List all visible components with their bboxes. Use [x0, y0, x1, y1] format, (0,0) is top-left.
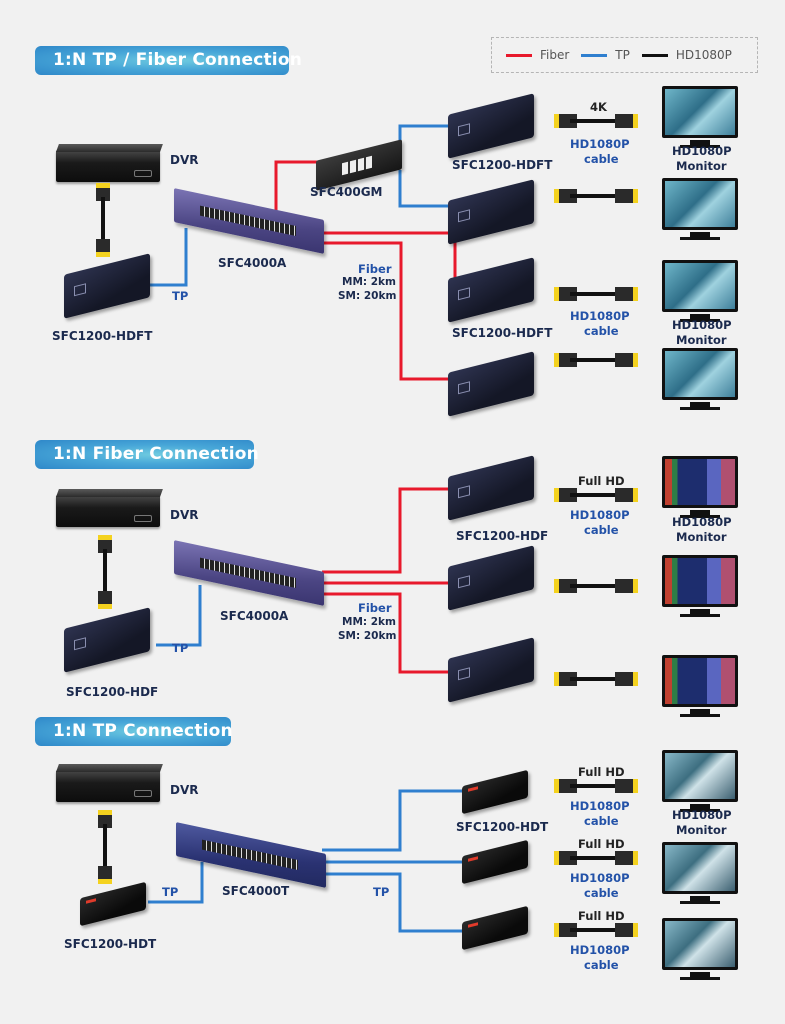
hdmi-cable-icon: [554, 352, 638, 368]
dvr-label: DVR: [170, 783, 199, 797]
monitor-icon: [662, 86, 738, 148]
tp-line: [398, 170, 452, 208]
legend-label: Fiber: [540, 48, 570, 62]
fiber-mm-distance: MM: 2km: [342, 276, 396, 288]
sub-switch-label: SFC400GM: [310, 185, 383, 199]
monitor-icon: [662, 260, 738, 322]
section-title-tp: 1:N TP Connection: [35, 717, 233, 746]
monitor-label: Monitor: [676, 333, 727, 347]
hdmi-cable-icon: [98, 810, 112, 884]
fiber-label: Fiber: [358, 601, 392, 615]
monitor-label: HD1080P: [672, 515, 732, 529]
fiber-line: [318, 241, 452, 381]
cable-label: HD1080P: [570, 799, 630, 813]
switch-label: SFC4000T: [222, 884, 290, 898]
hdmi-cable-icon: [554, 778, 638, 794]
cable-label: cable: [584, 152, 619, 166]
hdmi-cable-icon: [554, 487, 638, 503]
cable-label: HD1080P: [570, 309, 630, 323]
tp-line: [322, 872, 462, 933]
monitor-label: HD1080P: [672, 318, 732, 332]
monitor-label: Monitor: [676, 159, 727, 173]
hdmi-cable-icon: [554, 113, 638, 129]
legend: Fiber TP HD1080P: [491, 37, 758, 73]
tp-line: [322, 789, 462, 852]
cable-label: HD1080P: [570, 943, 630, 957]
monitor-label: Monitor: [676, 530, 727, 544]
cable-label: HD1080P: [570, 508, 630, 522]
receiver-label: SFC1200-HDFT: [452, 326, 553, 340]
tp-link-label: TP: [172, 641, 189, 655]
fiber-swatch-icon: [506, 53, 532, 57]
cable-resolution-label: Full HD: [578, 765, 625, 779]
monitor-icon: [662, 842, 738, 904]
hdmi-cable-icon: [554, 188, 638, 204]
cable-label: cable: [584, 324, 619, 338]
receiver-label: SFC1200-HDF: [456, 529, 549, 543]
cable-resolution-label: Full HD: [578, 909, 625, 923]
hdmi-cable-icon: [554, 922, 638, 938]
fiber-sm-distance: SM: 20km: [338, 290, 397, 302]
fiber-mm-distance: MM: 2km: [342, 616, 396, 628]
tp-swatch-icon: [581, 53, 608, 57]
switch-label: SFC4000A: [220, 609, 289, 623]
tp-out-label: TP: [373, 885, 390, 899]
cable-label: HD1080P: [570, 871, 630, 885]
switch-label: SFC4000A: [218, 256, 287, 270]
dvr-device: [56, 495, 160, 527]
fiber-sm-distance: SM: 20km: [338, 630, 397, 642]
section-title-tp-fiber: 1:N TP / Fiber Connection: [35, 46, 302, 75]
monitor-label: HD1080P: [672, 144, 732, 158]
dvr-device: [56, 770, 160, 802]
hdmi-cable-icon: [554, 578, 638, 594]
hdmi-cable-icon: [554, 850, 638, 866]
monitor-label: Monitor: [676, 823, 727, 837]
cable-label: cable: [584, 958, 619, 972]
dvr-label: DVR: [170, 153, 199, 167]
tp-link-label: TP: [162, 885, 179, 899]
legend-item-fiber: Fiber: [506, 48, 569, 62]
monitor-icon: [662, 456, 738, 518]
legend-item-tp: TP: [581, 48, 630, 62]
dvr-label: DVR: [170, 508, 199, 522]
legend-label: TP: [615, 48, 630, 62]
tp-line: [148, 862, 204, 904]
hdmi-cable-icon: [554, 671, 638, 687]
monitor-icon: [662, 750, 738, 812]
monitor-icon: [662, 555, 738, 617]
monitor-label: HD1080P: [672, 808, 732, 822]
tp-line: [398, 124, 452, 155]
cable-label: cable: [584, 886, 619, 900]
section-title-fiber: 1:N Fiber Connection: [35, 440, 259, 469]
cable-resolution-label: Full HD: [578, 837, 625, 851]
transmitter-label: SFC1200-HDFT: [52, 329, 153, 343]
hdmi-cable-icon: [554, 286, 638, 302]
cable-label: cable: [584, 814, 619, 828]
fiber-line: [274, 160, 320, 212]
transmitter-label: SFC1200-HDF: [66, 685, 159, 699]
transmitter-label: SFC1200-HDT: [64, 937, 157, 951]
receiver-label: SFC1200-HDFT: [452, 158, 553, 172]
cable-resolution-label: 4K: [590, 100, 607, 114]
hdmi-cable-icon: [96, 183, 110, 257]
fiber-label: Fiber: [358, 262, 392, 276]
legend-item-hd1080p: HD1080P: [641, 48, 732, 62]
monitor-icon: [662, 655, 738, 717]
cable-label: HD1080P: [570, 137, 630, 151]
receiver-label: SFC1200-HDT: [456, 820, 549, 834]
hdmi-swatch-icon: [641, 53, 668, 57]
dvr-device: [56, 150, 160, 182]
monitor-icon: [662, 918, 738, 980]
tp-line: [150, 228, 188, 287]
cable-resolution-label: Full HD: [578, 474, 625, 488]
cable-label: cable: [584, 523, 619, 537]
monitor-icon: [662, 178, 738, 240]
hdmi-cable-icon: [98, 535, 112, 609]
monitor-icon: [662, 348, 738, 410]
fiber-line: [322, 592, 452, 674]
tp-link-label: TP: [172, 289, 189, 303]
fiber-line: [322, 487, 452, 574]
legend-label: HD1080P: [675, 48, 732, 62]
tp-line: [156, 585, 202, 647]
